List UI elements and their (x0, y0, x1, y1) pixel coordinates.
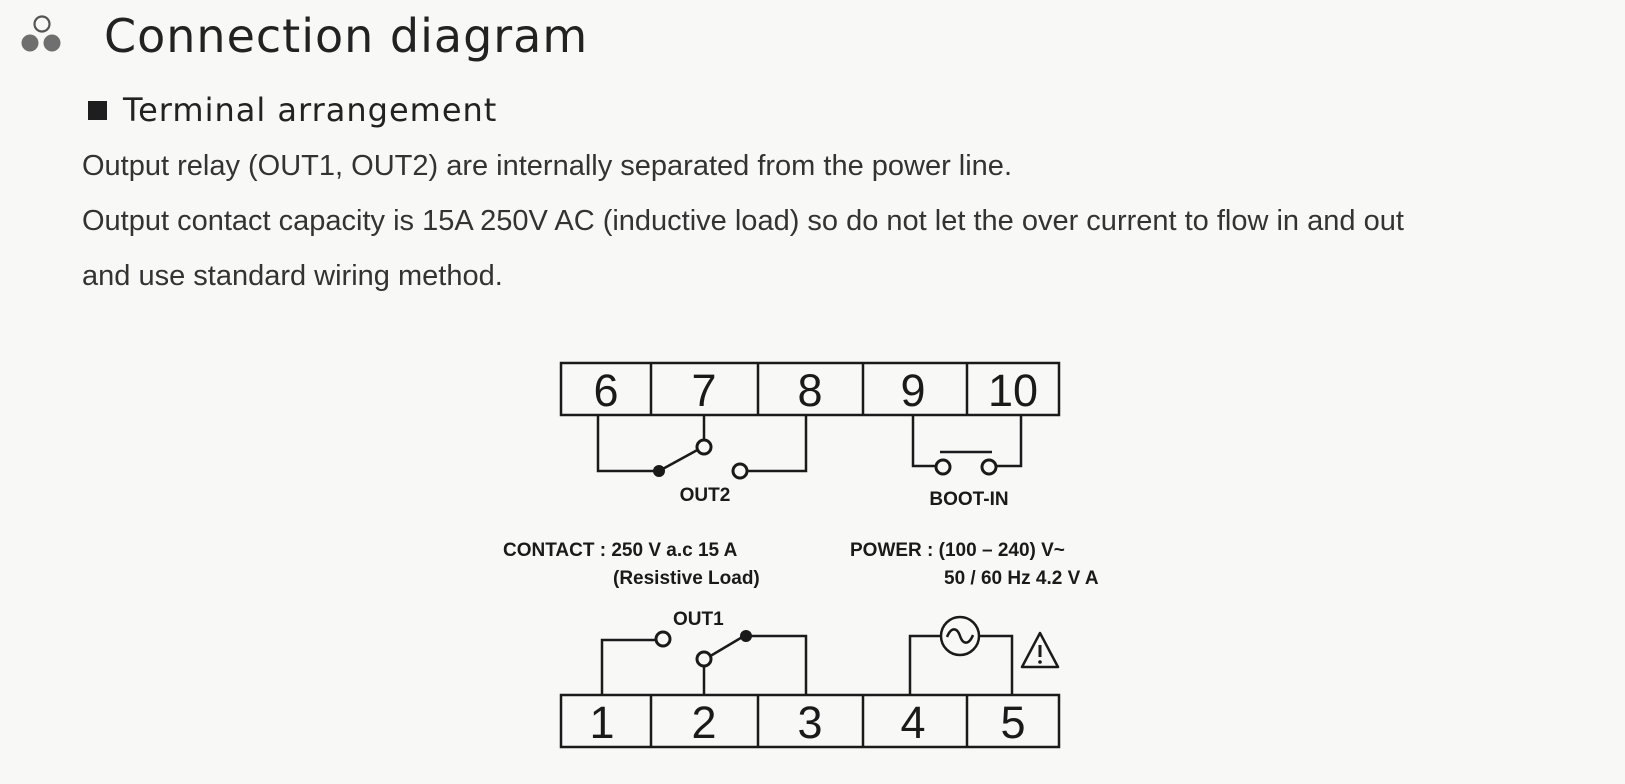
page-title: Connection diagram (104, 9, 589, 63)
top-terminal-frame (559, 361, 1061, 417)
terminal-3: 3 (797, 697, 822, 748)
description-line-1: Output relay (OUT1, OUT2) are internally… (82, 150, 1012, 182)
power-input (908, 615, 1060, 695)
contact-load-type: (Resistive Load) (613, 568, 760, 589)
out2-label: OUT2 (680, 485, 731, 506)
power-rating: POWER : (100 – 240) V~ (850, 540, 1065, 561)
three-dots-icon (21, 15, 61, 52)
boot-in-switch: BOOT-IN (911, 415, 1023, 510)
square-bullet-icon (88, 100, 107, 120)
warning-triangle-icon (1020, 631, 1060, 669)
out1-label: OUT1 (673, 609, 724, 630)
boot-in-label: BOOT-IN (929, 489, 1008, 510)
out2-relay: OUT2 (596, 415, 808, 506)
terminal-9: 9 (900, 365, 925, 416)
description-line-3: and use standard wiring method. (82, 260, 503, 292)
bottom-terminal-block: 1 2 3 4 5 (559, 693, 1061, 749)
terminal-5: 5 (1000, 697, 1025, 748)
terminal-7: 7 (691, 365, 716, 416)
terminal-4: 4 (900, 697, 925, 748)
bottom-terminal-frame (559, 693, 1061, 749)
terminal-1: 1 (589, 697, 614, 748)
contact-rating: CONTACT : 250 V a.c 15 A (503, 540, 738, 561)
terminal-2: 2 (691, 697, 716, 748)
terminal-6: 6 (593, 365, 618, 416)
top-terminal-block: 6 7 8 9 10 (559, 361, 1061, 417)
out1-relay: OUT1 (600, 609, 808, 695)
terminal-8: 8 (797, 365, 822, 416)
terminal-10: 10 (988, 365, 1038, 416)
ac-source-icon (939, 615, 981, 657)
section-heading: Terminal arrangement (88, 86, 497, 134)
section-heading-text: Terminal arrangement (123, 91, 498, 129)
description-line-2: Output contact capacity is 15A 250V AC (… (82, 205, 1404, 237)
power-frequency: 50 / 60 Hz 4.2 V A (944, 568, 1099, 589)
